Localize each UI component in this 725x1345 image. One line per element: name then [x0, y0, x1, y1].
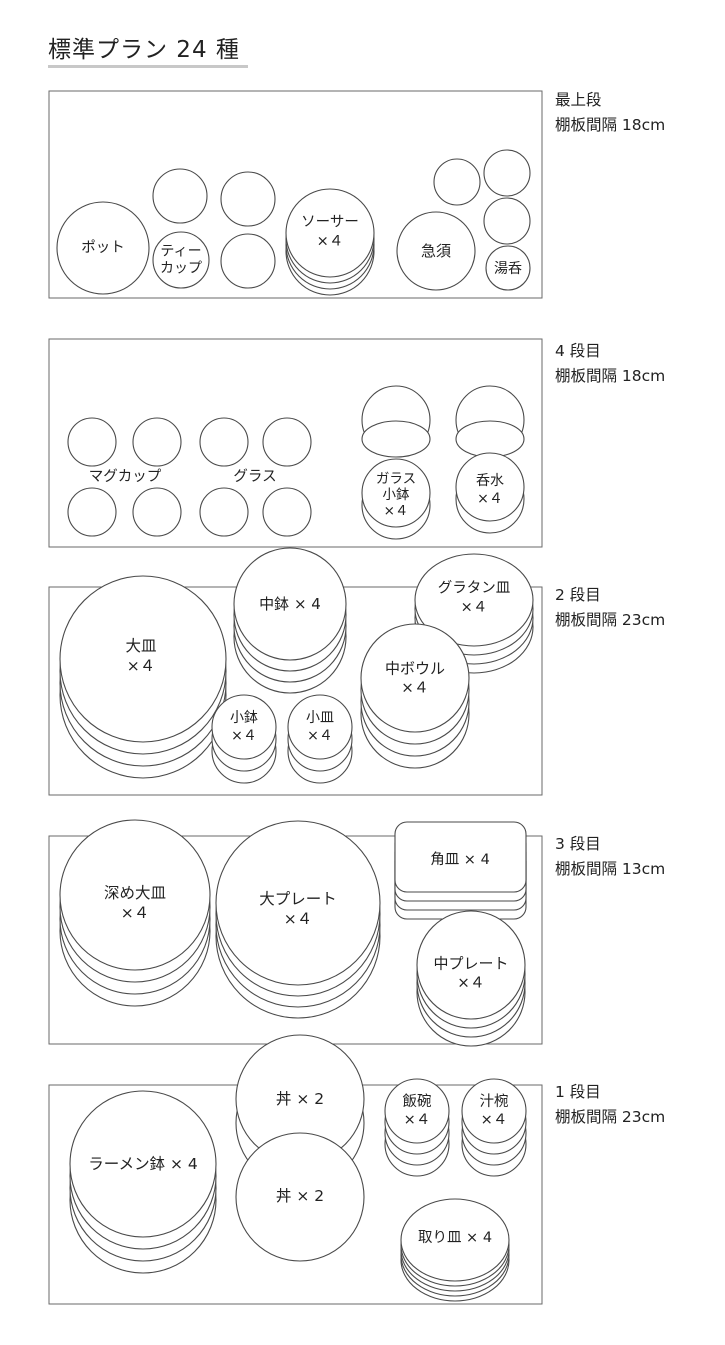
shelf-name: 1 段目	[555, 1083, 601, 1101]
item-label-teacup: ティー	[160, 244, 201, 260]
item-label-saucer: ソーサー	[301, 215, 359, 231]
teacup-saucer-top	[152, 168, 208, 224]
item-label-chuplate: ×４	[457, 974, 485, 992]
item-label-gratin: グラタン皿	[438, 580, 511, 597]
yunomi-top	[485, 245, 531, 291]
glass-top	[262, 487, 312, 537]
oplate-top	[215, 820, 381, 986]
item-label-yunomi: 湯呑	[494, 260, 522, 277]
shelf-name: 2 段目	[555, 586, 601, 604]
item-label-kobachi: 小鉢	[230, 710, 258, 726]
teacup-saucer-top	[220, 171, 276, 227]
item-label-glass: グラス	[233, 468, 276, 485]
item-label-chawan: 飯碗	[403, 1093, 432, 1110]
shelf-top	[48, 90, 543, 299]
shelf-spacing: 棚板間隔 23cm	[555, 1108, 666, 1126]
item-label-suinomi: ×４	[477, 491, 503, 507]
yunomi-cup-top	[483, 197, 531, 245]
shelf-label-top: 最上段 棚板間隔 18cm	[555, 88, 665, 138]
item-label-pot: ポット	[81, 239, 125, 256]
item-label-oozara: 大皿	[125, 637, 156, 655]
item-label-glass_bowl: ×４	[384, 503, 409, 519]
item-label-shiruwan: ×４	[481, 1112, 508, 1128]
shelf-spacing: 棚板間隔 13cm	[555, 860, 666, 878]
mugcup-top	[67, 417, 117, 467]
item-label-oplate: 大プレート	[259, 890, 337, 908]
fukame-top	[59, 819, 211, 971]
kobachi-top	[211, 694, 277, 760]
item-label-chubowl: ×４	[401, 679, 429, 697]
mugcup-top	[132, 487, 182, 537]
item-label-kozara: ×４	[307, 728, 333, 744]
item-label-glass_bowl: 小鉢	[383, 487, 410, 503]
glass-bowl-top	[361, 458, 431, 528]
shiruwan-top	[461, 1078, 527, 1144]
item-label-kakuzara: 角皿 × 4	[430, 851, 490, 868]
title-underline	[48, 65, 248, 68]
item-label-torizara: 取り皿 × 4	[418, 1230, 492, 1246]
don-lower-top	[235, 1132, 365, 1262]
shelf-label-4: 4 段目 棚板間隔 18cm	[555, 339, 665, 389]
shelf-spacing: 棚板間隔 18cm	[555, 116, 666, 134]
shelf-label-3: 3 段目 棚板間隔 13cm	[555, 832, 665, 882]
kyusu-lid-top	[433, 158, 481, 206]
shelf-name: 4 段目	[555, 342, 601, 360]
glass-top	[262, 417, 312, 467]
chawan-top	[384, 1078, 450, 1144]
item-label-kozara: 小皿	[306, 710, 334, 726]
suinomi-top	[455, 452, 525, 522]
glass-top	[199, 417, 249, 467]
oozara-top	[59, 575, 227, 743]
glass-top	[199, 487, 249, 537]
shelf-name: 3 段目	[555, 835, 601, 853]
item-label-glass_bowl: ガラス	[376, 471, 416, 487]
shelf-spacing: 棚板間隔 23cm	[555, 611, 666, 629]
page-title: 標準プラン 24 種	[48, 37, 240, 63]
mugcup-top	[67, 487, 117, 537]
teacup-saucer-top	[220, 233, 276, 289]
item-label-oozara: ×４	[127, 657, 156, 675]
item-label-chawan: ×４	[404, 1112, 431, 1128]
item-label-fukame: 深め大皿	[104, 884, 166, 902]
pot-top	[56, 201, 150, 295]
item-label-chubachi: 中鉢 × 4	[259, 595, 321, 613]
item-label-suinomi: 呑水	[476, 473, 504, 489]
item-label-saucer: ×４	[317, 234, 344, 250]
saucer-top	[285, 188, 375, 278]
kakuzara-top	[394, 821, 527, 893]
glass-bowl-upper-layer-top	[361, 420, 431, 458]
item-label-ramen: ラーメン鉢 × 4	[88, 1155, 198, 1173]
shelf-label-1: 1 段目 棚板間隔 23cm	[555, 1080, 665, 1130]
chubowl-top	[360, 623, 470, 733]
item-label-chuplate: 中プレート	[433, 955, 508, 973]
item-label-don1: 丼 × 2	[276, 1090, 324, 1108]
item-label-teacup: カップ	[160, 261, 202, 277]
yunomi-cup-top	[483, 149, 531, 197]
shelf-4	[48, 338, 543, 548]
ramen-top	[69, 1090, 217, 1238]
shelf-label-2: 2 段目 棚板間隔 23cm	[555, 583, 665, 633]
teacup-top	[152, 231, 210, 289]
item-label-oplate: ×４	[284, 910, 313, 928]
suinomi-upper-layer-top	[455, 420, 525, 458]
item-label-kyusu: 急須	[421, 242, 451, 260]
item-label-chubowl: 中ボウル	[385, 660, 445, 678]
kozara-top	[287, 694, 353, 760]
chubachi-top	[233, 547, 347, 661]
chuplate-top	[416, 910, 526, 1020]
item-label-don2: 丼 × 2	[276, 1187, 324, 1205]
shelf-spacing: 棚板間隔 18cm	[555, 367, 666, 385]
kyusu-top	[396, 211, 476, 291]
item-label-shiruwan: 汁椀	[480, 1093, 509, 1110]
shelf-name: 最上段	[555, 91, 602, 109]
item-label-gratin: ×４	[461, 600, 488, 616]
torizara-top	[400, 1198, 510, 1282]
gratin-top	[414, 553, 534, 647]
item-label-kobachi: ×４	[231, 728, 257, 744]
item-label-fukame: ×４	[121, 904, 150, 922]
mugcup-top	[132, 417, 182, 467]
item-label-mugcup: マグカップ	[89, 468, 162, 485]
